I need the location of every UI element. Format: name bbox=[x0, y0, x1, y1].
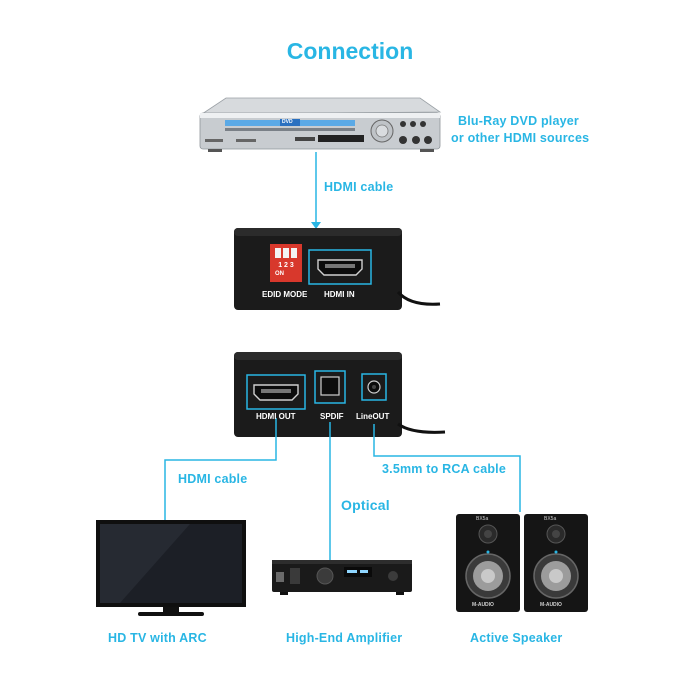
speaker-left-model: BX5a bbox=[476, 516, 489, 522]
hdmi-in-arrow bbox=[311, 222, 321, 229]
amplifier bbox=[272, 560, 412, 595]
dvd-player bbox=[199, 97, 442, 152]
hdmi-out-cable-label: HDMI cable bbox=[178, 472, 248, 486]
speaker-left bbox=[456, 514, 520, 612]
analog-cable-label: 3.5mm to RCA cable bbox=[382, 462, 507, 476]
edid-mode-label: EDID MODE bbox=[262, 290, 308, 299]
amplifier-label: High-End Amplifier bbox=[286, 631, 403, 645]
source-label-line1: Blu-Ray DVD player bbox=[458, 114, 579, 128]
analog-cable-line bbox=[373, 424, 521, 512]
dip-numbers: 1 2 3 bbox=[278, 262, 294, 269]
optical-cable-label: Optical bbox=[341, 497, 390, 513]
spdif-label: SPDIF bbox=[320, 412, 344, 421]
source-label-line2: or other HDMI sources bbox=[451, 131, 590, 145]
line-out-label: LineOUT bbox=[356, 412, 390, 421]
speaker-left-brand: M-AUDIO bbox=[472, 602, 494, 608]
hdmi-in-label: HDMI IN bbox=[324, 290, 355, 299]
tv-label: HD TV with ARC bbox=[108, 631, 207, 645]
page-title: Connection bbox=[286, 38, 414, 64]
speaker-label: Active Speaker bbox=[470, 631, 563, 645]
dvd-badge: DVD bbox=[282, 119, 293, 125]
spdif-port bbox=[320, 376, 340, 396]
hdmi-out-highlight bbox=[246, 374, 306, 410]
hd-tv bbox=[96, 520, 246, 616]
input-box bbox=[234, 228, 441, 310]
hdmi-in-cable-label: HDMI cable bbox=[324, 180, 394, 194]
speaker-right-brand: M-AUDIO bbox=[540, 602, 562, 608]
hdmi-in-highlight bbox=[308, 249, 372, 285]
speaker-right-model: BX5a bbox=[544, 516, 557, 522]
speaker-right bbox=[524, 514, 588, 612]
hdmi-out-cable-line bbox=[164, 418, 277, 520]
dip-on-label: ON bbox=[275, 271, 284, 277]
spdif-highlight bbox=[314, 370, 346, 404]
output-box bbox=[234, 352, 446, 437]
hdmi-out-label: HDMI OUT bbox=[256, 412, 296, 421]
line-out-highlight bbox=[361, 373, 387, 401]
